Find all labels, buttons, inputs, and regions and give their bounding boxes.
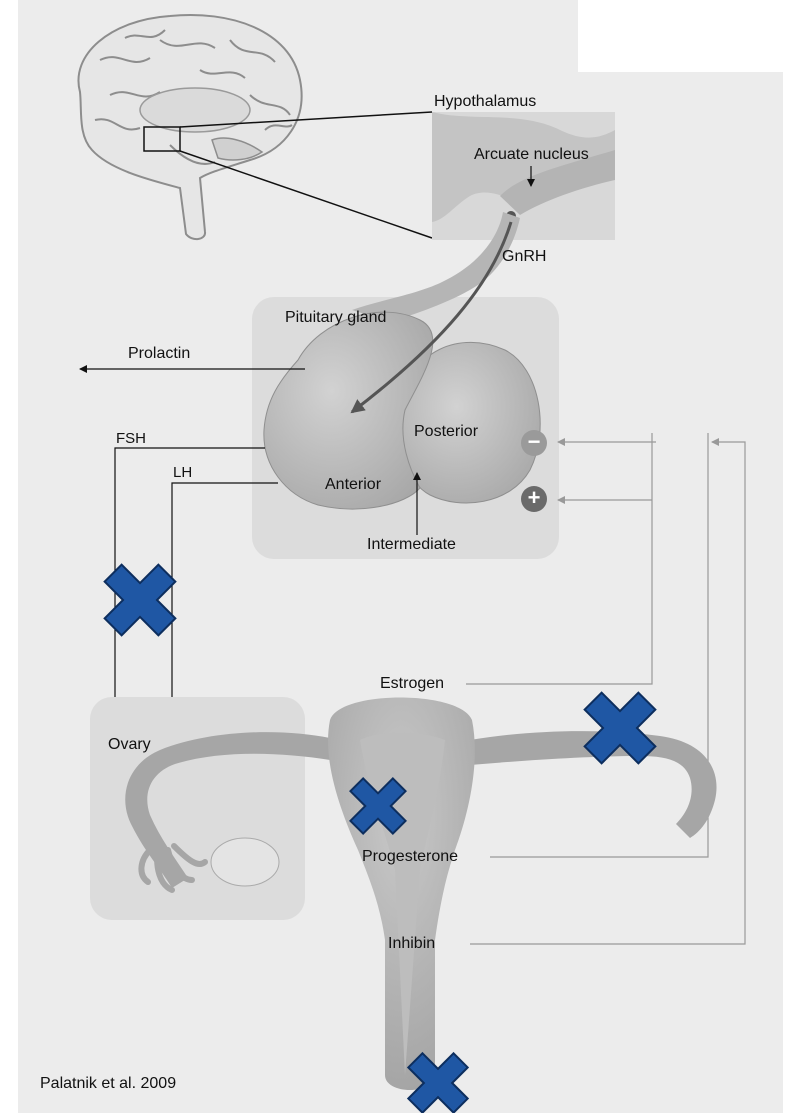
- ovary-box: [90, 697, 305, 920]
- label-ovary: Ovary: [108, 737, 151, 753]
- hypothalamus-inset: [432, 112, 615, 240]
- label-posterior: Posterior: [414, 424, 478, 440]
- label-intermediate: Intermediate: [367, 537, 456, 553]
- background-notch: [578, 0, 783, 72]
- positive-feedback-symbol: +: [521, 486, 547, 512]
- label-lh: LH: [173, 465, 192, 480]
- citation: Palatnik et al. 2009: [40, 1076, 176, 1092]
- label-hypothalamus: Hypothalamus: [434, 94, 536, 110]
- label-estrogen: Estrogen: [380, 676, 444, 692]
- label-inhibin: Inhibin: [388, 936, 435, 952]
- label-fsh: FSH: [116, 431, 146, 446]
- label-arcuate-nucleus: Arcuate nucleus: [474, 147, 589, 163]
- label-prolactin: Prolactin: [128, 346, 190, 362]
- label-gnrh: GnRH: [502, 249, 546, 265]
- ovary-shape: [211, 838, 279, 886]
- label-anterior: Anterior: [325, 477, 381, 493]
- label-pituitary-gland: Pituitary gland: [285, 310, 386, 326]
- label-progesterone: Progesterone: [362, 849, 458, 865]
- negative-feedback-symbol: −: [521, 430, 547, 456]
